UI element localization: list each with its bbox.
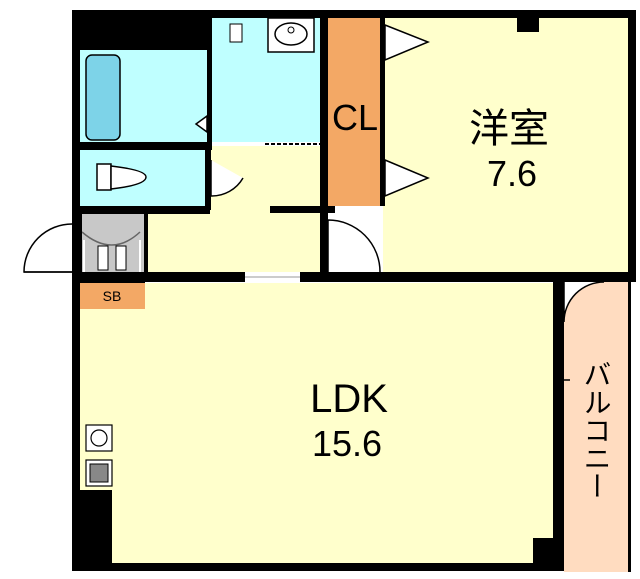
doors: [23, 23, 605, 323]
ldk-name: LDK: [310, 377, 388, 421]
entrance-step: [81, 231, 141, 272]
bathtub: [85, 54, 121, 141]
western-room-name: 洋室: [469, 107, 549, 151]
balcony-label: バルコニー: [581, 360, 612, 500]
closet-label: CL: [332, 97, 378, 138]
western-room: [383, 18, 628, 272]
western-room-size: 7.6: [487, 153, 537, 194]
closet: [328, 18, 383, 206]
entrance: [80, 214, 144, 272]
shoe-box-label: SB: [103, 288, 122, 304]
stove-icon: [85, 459, 113, 487]
walls: [72, 10, 636, 572]
ldk-size: 15.6: [312, 423, 382, 464]
ldk-room: [80, 283, 553, 563]
balcony: [564, 281, 628, 572]
sink-icon: [85, 424, 113, 452]
washing-machine-pan: [229, 23, 243, 43]
toilet: [96, 163, 147, 191]
wash-basin: [267, 17, 315, 53]
